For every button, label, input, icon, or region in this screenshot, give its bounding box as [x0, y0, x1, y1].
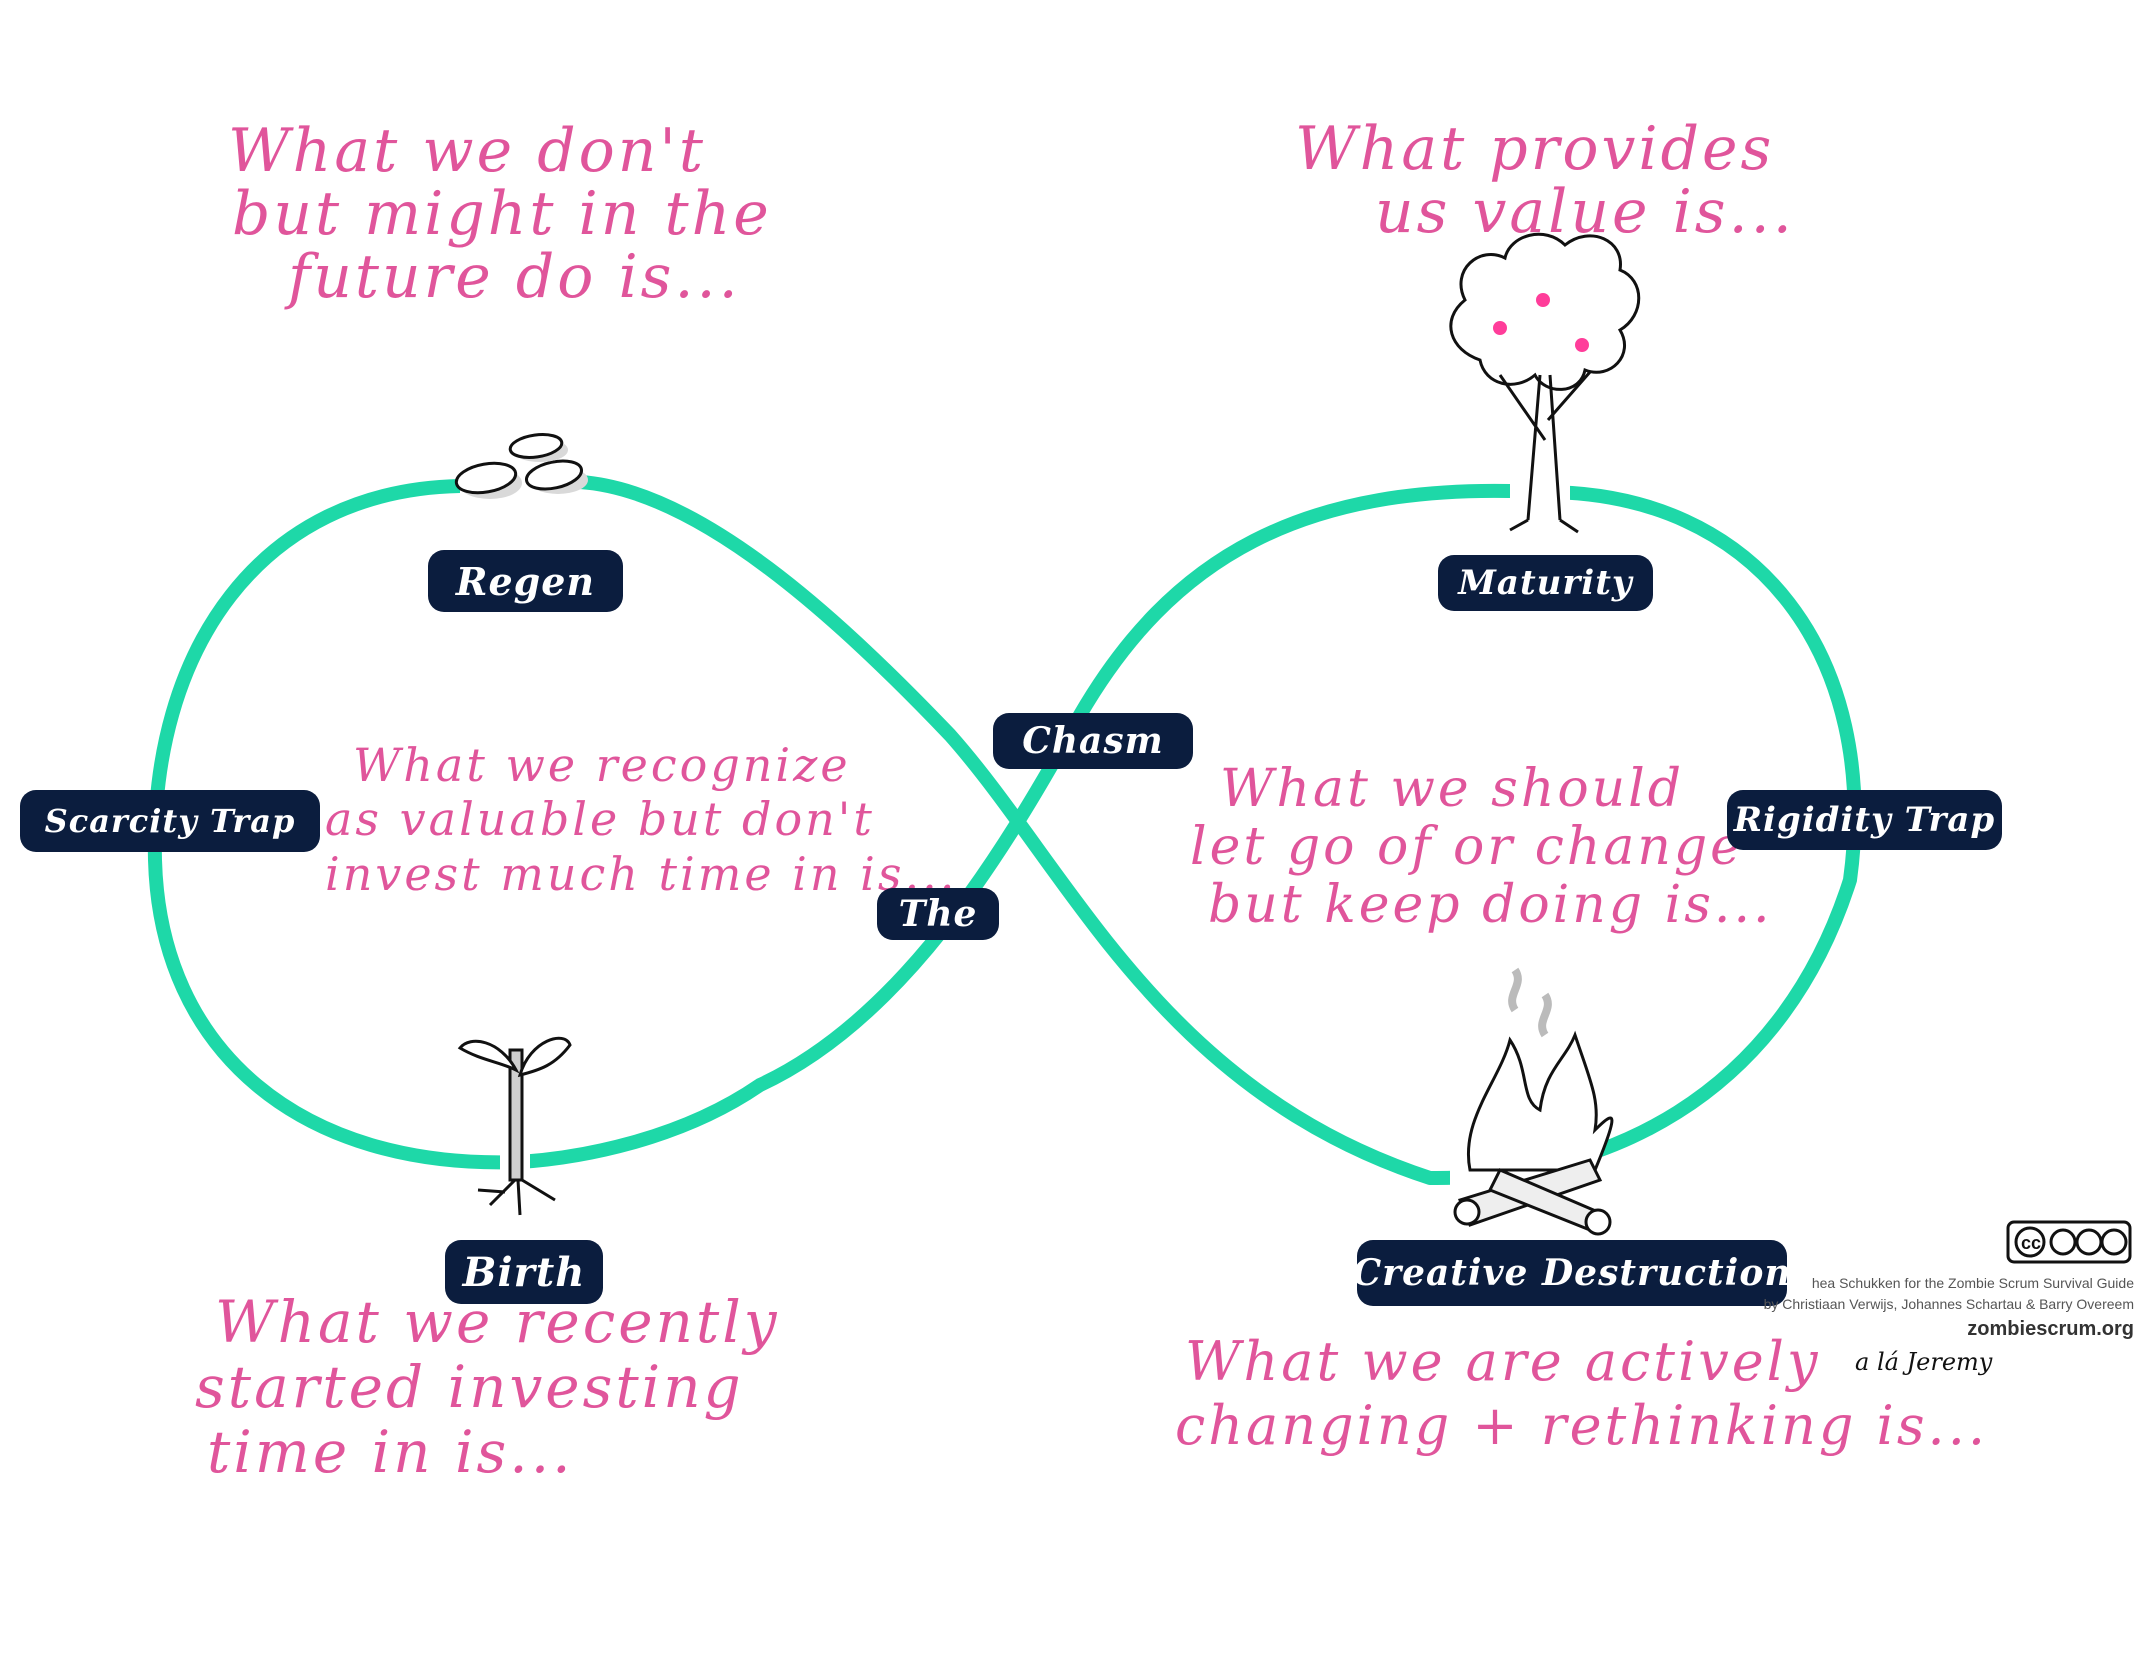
prompt-line: started investing	[195, 1352, 744, 1421]
prompt-line: us value is...	[1375, 177, 1795, 247]
label-regen: Regen	[428, 550, 623, 612]
signature: a lá Jeremy	[1855, 1348, 1993, 1376]
label-birth: Birth	[445, 1240, 603, 1304]
label-rigidity-trap: Rigidity Trap	[1727, 790, 2002, 850]
label-chasm: Chasm	[993, 713, 1193, 769]
prompt-line: time in is...	[207, 1417, 574, 1486]
prompt-line: as valuable but don't	[325, 792, 875, 847]
prompt-line: invest much time in is...	[325, 846, 958, 901]
prompt-line: but might in the	[232, 179, 772, 249]
prompt-value: What provides us value is...	[1295, 118, 1795, 244]
prompt-future: What we don't but might in the future do…	[228, 120, 772, 309]
prompt-line: What we should	[1220, 759, 1685, 819]
prompt-started: What we recently started investing time …	[195, 1290, 780, 1485]
infinity-loop	[147, 475, 1862, 1186]
credit-site: zombiescrum.org	[1967, 1318, 2134, 1340]
tree-icon	[1449, 232, 1641, 534]
credit-line-1: hea Schukken for the Zombie Scrum Surviv…	[1811, 1275, 2134, 1291]
prompt-recognize: What we recognize as valuable but don't …	[325, 738, 957, 901]
label-creative-destruction: Creative Destruction	[1352, 1240, 1791, 1306]
prompt-line: What provides	[1295, 114, 1775, 184]
prompt-line: let go of or change	[1190, 817, 1744, 878]
prompt-line: What we are actively	[1185, 1330, 1821, 1393]
credit-line-2: by Christiaan Verwijs, Johannes Schartau…	[1763, 1296, 2134, 1312]
prompt-line: changing + rethinking is...	[1175, 1393, 1989, 1457]
seeds-icon	[454, 433, 588, 499]
prompt-line: What we don't	[228, 116, 706, 186]
label-scarcity-trap: Scarcity Trap	[20, 790, 320, 852]
campfire-icon	[1453, 967, 1614, 1236]
prompt-line: future do is...	[288, 242, 741, 312]
label-the: The	[877, 888, 999, 940]
prompt-change: What we should let go of or change but k…	[1190, 760, 1773, 935]
prompt-line: What we recognize	[353, 738, 851, 792]
prompt-rethinking: What we are actively changing + rethinki…	[1175, 1330, 1988, 1457]
prompt-line: but keep doing is...	[1208, 875, 1773, 936]
label-maturity: Maturity	[1438, 555, 1653, 611]
cc-by-nc-nd-icon	[2006, 1220, 2132, 1264]
license-text: cc	[2021, 1233, 2041, 1253]
sprout-icon	[457, 1036, 572, 1216]
